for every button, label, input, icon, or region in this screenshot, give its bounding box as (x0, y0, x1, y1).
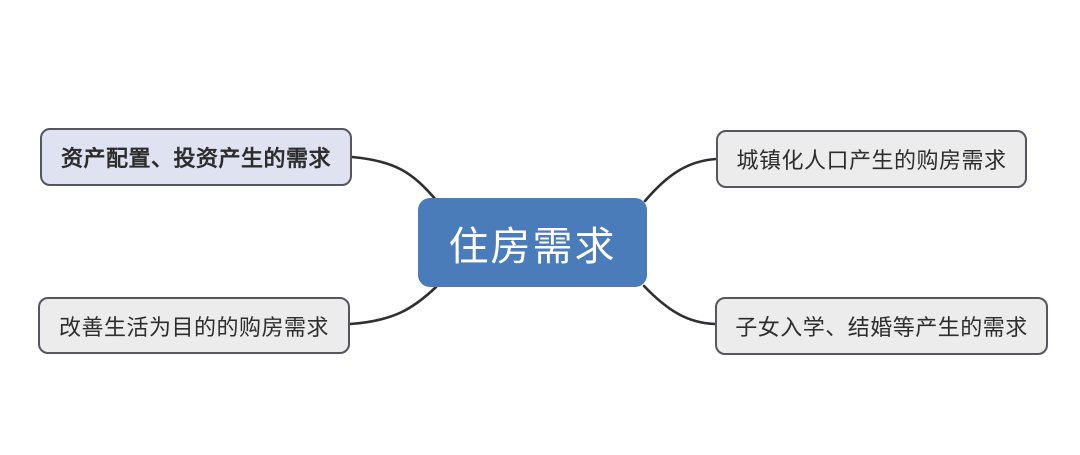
connector-root-to-life-improvement (348, 285, 438, 326)
branch-node-urbanization-label: 城镇化人口产生的购房需求 (736, 148, 1007, 173)
connector-root-to-urbanization (643, 157, 718, 203)
branch-node-family-events[interactable]: 子女入学、结婚等产生的需求 (715, 297, 1048, 355)
connector-root-to-asset-allocation (350, 155, 438, 202)
branch-node-family-events-label: 子女入学、结婚等产生的需求 (735, 315, 1028, 340)
root-node-housing-demand-label: 住房需求 (448, 224, 617, 269)
connector-root-to-family-events (642, 284, 717, 326)
branch-node-life-improvement-label: 改善生活为目的的购房需求 (58, 314, 329, 340)
branch-node-asset-allocation[interactable]: 资产配置、投资产生的需求 (40, 128, 352, 186)
branch-node-life-improvement[interactable]: 改善生活为目的的购房需求 (38, 297, 350, 354)
branch-node-urbanization[interactable]: 城镇化人口产生的购房需求 (716, 130, 1027, 188)
root-node-housing-demand[interactable]: 住房需求 (418, 198, 647, 287)
branch-node-asset-allocation-label: 资产配置、投资产生的需求 (60, 146, 331, 171)
